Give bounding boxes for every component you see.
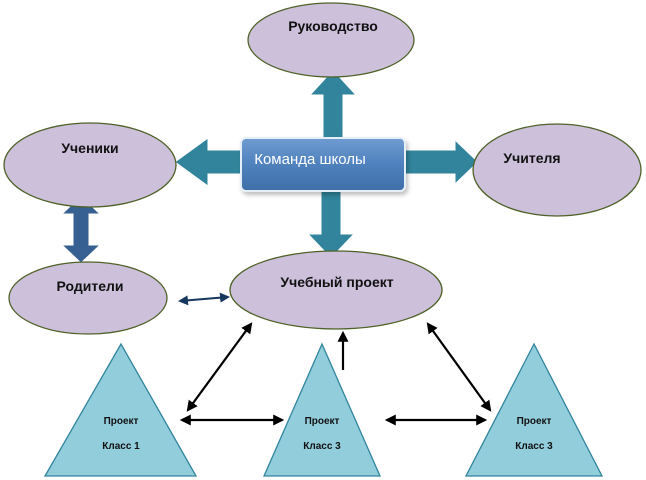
node-leadership: Руководство (247, 2, 415, 78)
team-label: Команда школы (254, 151, 366, 168)
arrow-left-to-students (174, 137, 243, 187)
node-teachers: Учителя (472, 123, 642, 217)
triangle-3-class: Класс 3 (515, 441, 553, 452)
connector-project-class1 (186, 322, 253, 412)
leadership-label: Руководство (288, 18, 378, 34)
triangle-1-title: Проект (104, 416, 139, 427)
node-project: Учебный проект (229, 250, 443, 330)
triangle-class-3-right: Проект Класс 3 (464, 342, 604, 477)
triangle-1-class: Класс 1 (102, 441, 140, 452)
block-arrows (60, 69, 479, 264)
students-label: Ученики (61, 140, 118, 156)
triangle-2-title: Проект (305, 416, 340, 427)
triangle-3-title: Проект (517, 416, 552, 427)
node-team: Команда школы (240, 137, 406, 192)
teachers-label: Учителя (503, 150, 560, 166)
project-connectors (179, 322, 492, 426)
node-students: Ученики (3, 122, 177, 208)
connector-parents-project (178, 292, 230, 306)
arrow-right-to-teachers (404, 138, 479, 186)
triangle-2-class: Класс 3 (303, 441, 341, 452)
arrow-down-to-project (306, 188, 356, 259)
arrow-up-to-leadership (308, 69, 358, 141)
connector-project-class3-right (426, 322, 492, 412)
triangle-class-1: Проект Класс 1 (43, 342, 198, 477)
triangle-class-3-middle: Проект Класс 3 (263, 342, 381, 477)
project-label: Учебный проект (280, 274, 393, 290)
parents-label: Родители (57, 278, 124, 294)
node-parents: Родители (8, 261, 168, 335)
